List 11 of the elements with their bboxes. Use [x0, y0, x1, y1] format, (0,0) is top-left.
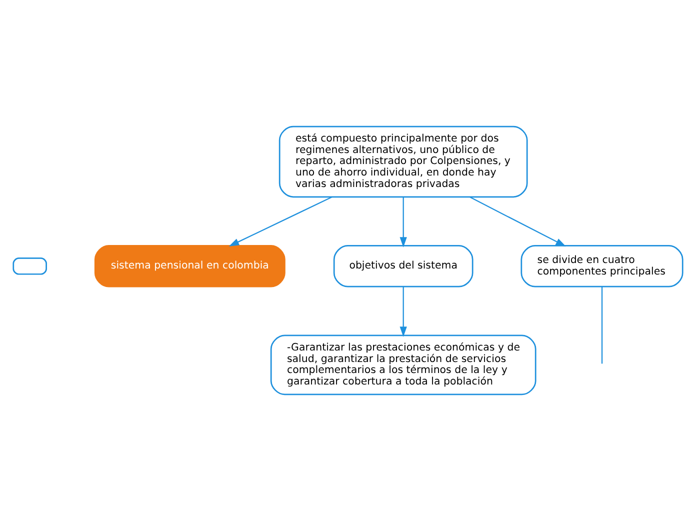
connector [601, 286, 603, 364]
node-box: sistema pensional en colombia [94, 244, 286, 287]
arrow [470, 196, 566, 246]
arrow [400, 196, 407, 247]
node-box: se divide en cuatro componentes principales [520, 244, 684, 287]
node-box: objetivos del sistema [333, 244, 474, 287]
arrow [228, 196, 332, 246]
arrow [400, 286, 407, 336]
node-box: está compuesto principalmente por dos regimenes alternativos, uno público de reparto, administrado por Colpensiones, y uno de ahorro individual, en donde hay varias administradoras privadas [278, 125, 528, 198]
node-box [12, 257, 47, 274]
node-box: -Garantizar las prestaciones económicas y de salud, garantizar la prestación de servicios complementarios a los términos de la ley y garantizar cobertura a toda la población [270, 334, 536, 395]
